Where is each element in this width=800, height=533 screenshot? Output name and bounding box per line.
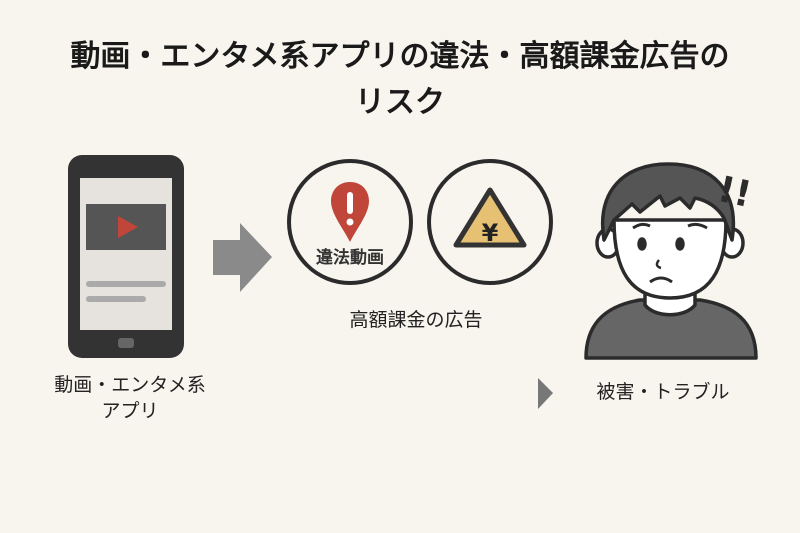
exclamation-icon: !! [714,169,755,216]
victim-label: 被害・トラブル [596,380,729,403]
play-icon [118,216,138,238]
smartphone-icon [68,155,184,358]
warning-triangle-icon [453,187,527,248]
ads-caption: 高額課金の広告 [349,309,482,331]
high-cost-badge: ¥ [427,159,553,285]
yen-icon: ¥ [482,219,499,247]
app-label-line-1: 動画・エンタメ系 [54,374,205,396]
app-label-line-2: アプリ [101,400,158,422]
title-line-2: リスク [355,85,445,120]
small-arrow-icon [538,378,553,409]
illegal-video-badge: 違法動画 [287,159,413,285]
arrow-right-icon [213,223,272,292]
title-line-1: 動画・エンタメ系アプリの違法・高額課金広告の [70,39,729,74]
illegal-video-label: 違法動画 [316,247,384,268]
worried-person-icon [584,162,758,360]
